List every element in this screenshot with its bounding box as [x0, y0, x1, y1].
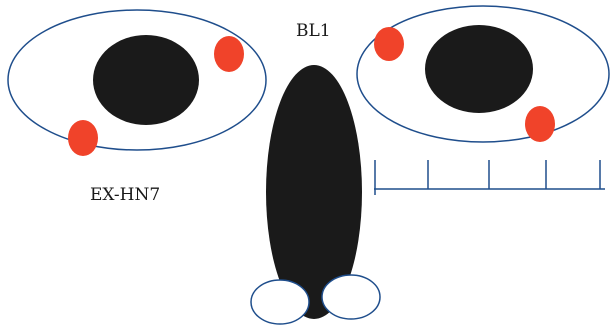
- left-cell: [7, 9, 267, 156]
- label-bl1: BL1: [296, 21, 331, 41]
- left-cell-nucleus: [93, 35, 199, 125]
- left-cell-red-dot-bottom: [68, 120, 98, 156]
- right-cell: [356, 5, 610, 143]
- label-ex-hn7: EX-HN7: [90, 185, 160, 205]
- right-cell-nucleus: [425, 25, 533, 113]
- left-cell-membrane: [7, 9, 267, 151]
- scale-bar: [374, 160, 605, 195]
- left-cell-red-dot-top: [214, 36, 244, 72]
- right-cell-membrane: [356, 5, 610, 143]
- base-circle-left: [250, 279, 310, 325]
- right-cell-red-dot-bottom: [525, 106, 555, 142]
- base-circle-right: [321, 274, 381, 320]
- right-cell-red-dot-top: [374, 27, 404, 61]
- central-body: [266, 65, 362, 319]
